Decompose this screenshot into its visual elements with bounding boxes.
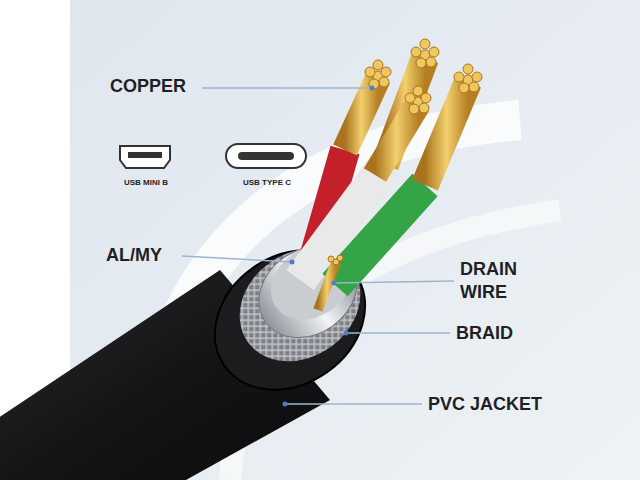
- inner-wires: [300, 39, 482, 310]
- part-label: DRAIN WIRE: [460, 258, 540, 304]
- part-label: PVC JACKET: [428, 393, 568, 415]
- part-label: AL/MY: [106, 244, 186, 266]
- usb-type-c-icon: [226, 144, 306, 168]
- leader-dots: [283, 86, 375, 407]
- connector-label: USB MINI B: [115, 178, 177, 188]
- usb-mini-b-icon: [120, 146, 170, 168]
- connector-label: USB TYPE C: [232, 178, 302, 188]
- leader-lines: [182, 88, 454, 404]
- part-label: COPPER: [110, 75, 205, 97]
- part-label: BRAID: [456, 322, 546, 344]
